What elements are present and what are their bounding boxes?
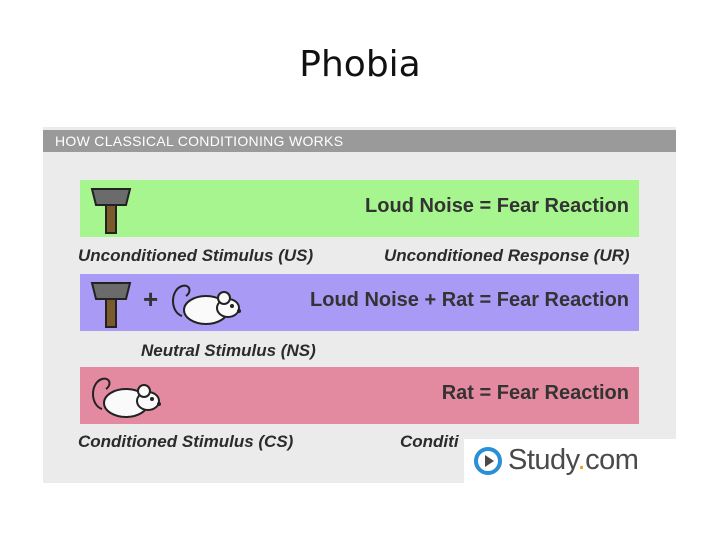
label-us: Unconditioned Stimulus (US) — [78, 246, 314, 265]
hammer-icon — [90, 188, 132, 234]
band-text: Rat = Fear Reaction — [441, 382, 629, 404]
rat-icon — [92, 377, 161, 418]
band-us: Loud Noise = Fear Reaction — [80, 180, 639, 237]
header-title: HOW CLASSICAL CONDITIONING WORKS — [55, 133, 344, 149]
band-cs: Rat = Fear Reaction — [80, 367, 639, 424]
play-icon — [474, 447, 502, 475]
plus-sign: + — [143, 284, 159, 314]
header-bar: HOW CLASSICAL CONDITIONING WORKS — [43, 130, 676, 152]
band-ns: + Loud Noise + Rat = Fear Reaction — [80, 274, 639, 331]
label-cr: Conditi — [400, 432, 459, 451]
label-ns: Neutral Stimulus (NS) — [141, 341, 316, 360]
conditioning-diagram: HOW CLASSICAL CONDITIONING WORKS Loud No… — [43, 127, 676, 483]
study-logo: Study.com — [464, 439, 676, 483]
logo-text: Study.com — [508, 444, 639, 476]
band-text: Loud Noise + Rat = Fear Reaction — [310, 289, 629, 311]
hammer-icon — [90, 282, 132, 328]
rat-icon — [172, 284, 241, 325]
slide-title: Phobia — [299, 44, 421, 85]
label-ur: Unconditioned Response (UR) — [384, 246, 630, 265]
band-text: Loud Noise = Fear Reaction — [365, 195, 629, 217]
label-cs: Conditioned Stimulus (CS) — [78, 432, 294, 451]
